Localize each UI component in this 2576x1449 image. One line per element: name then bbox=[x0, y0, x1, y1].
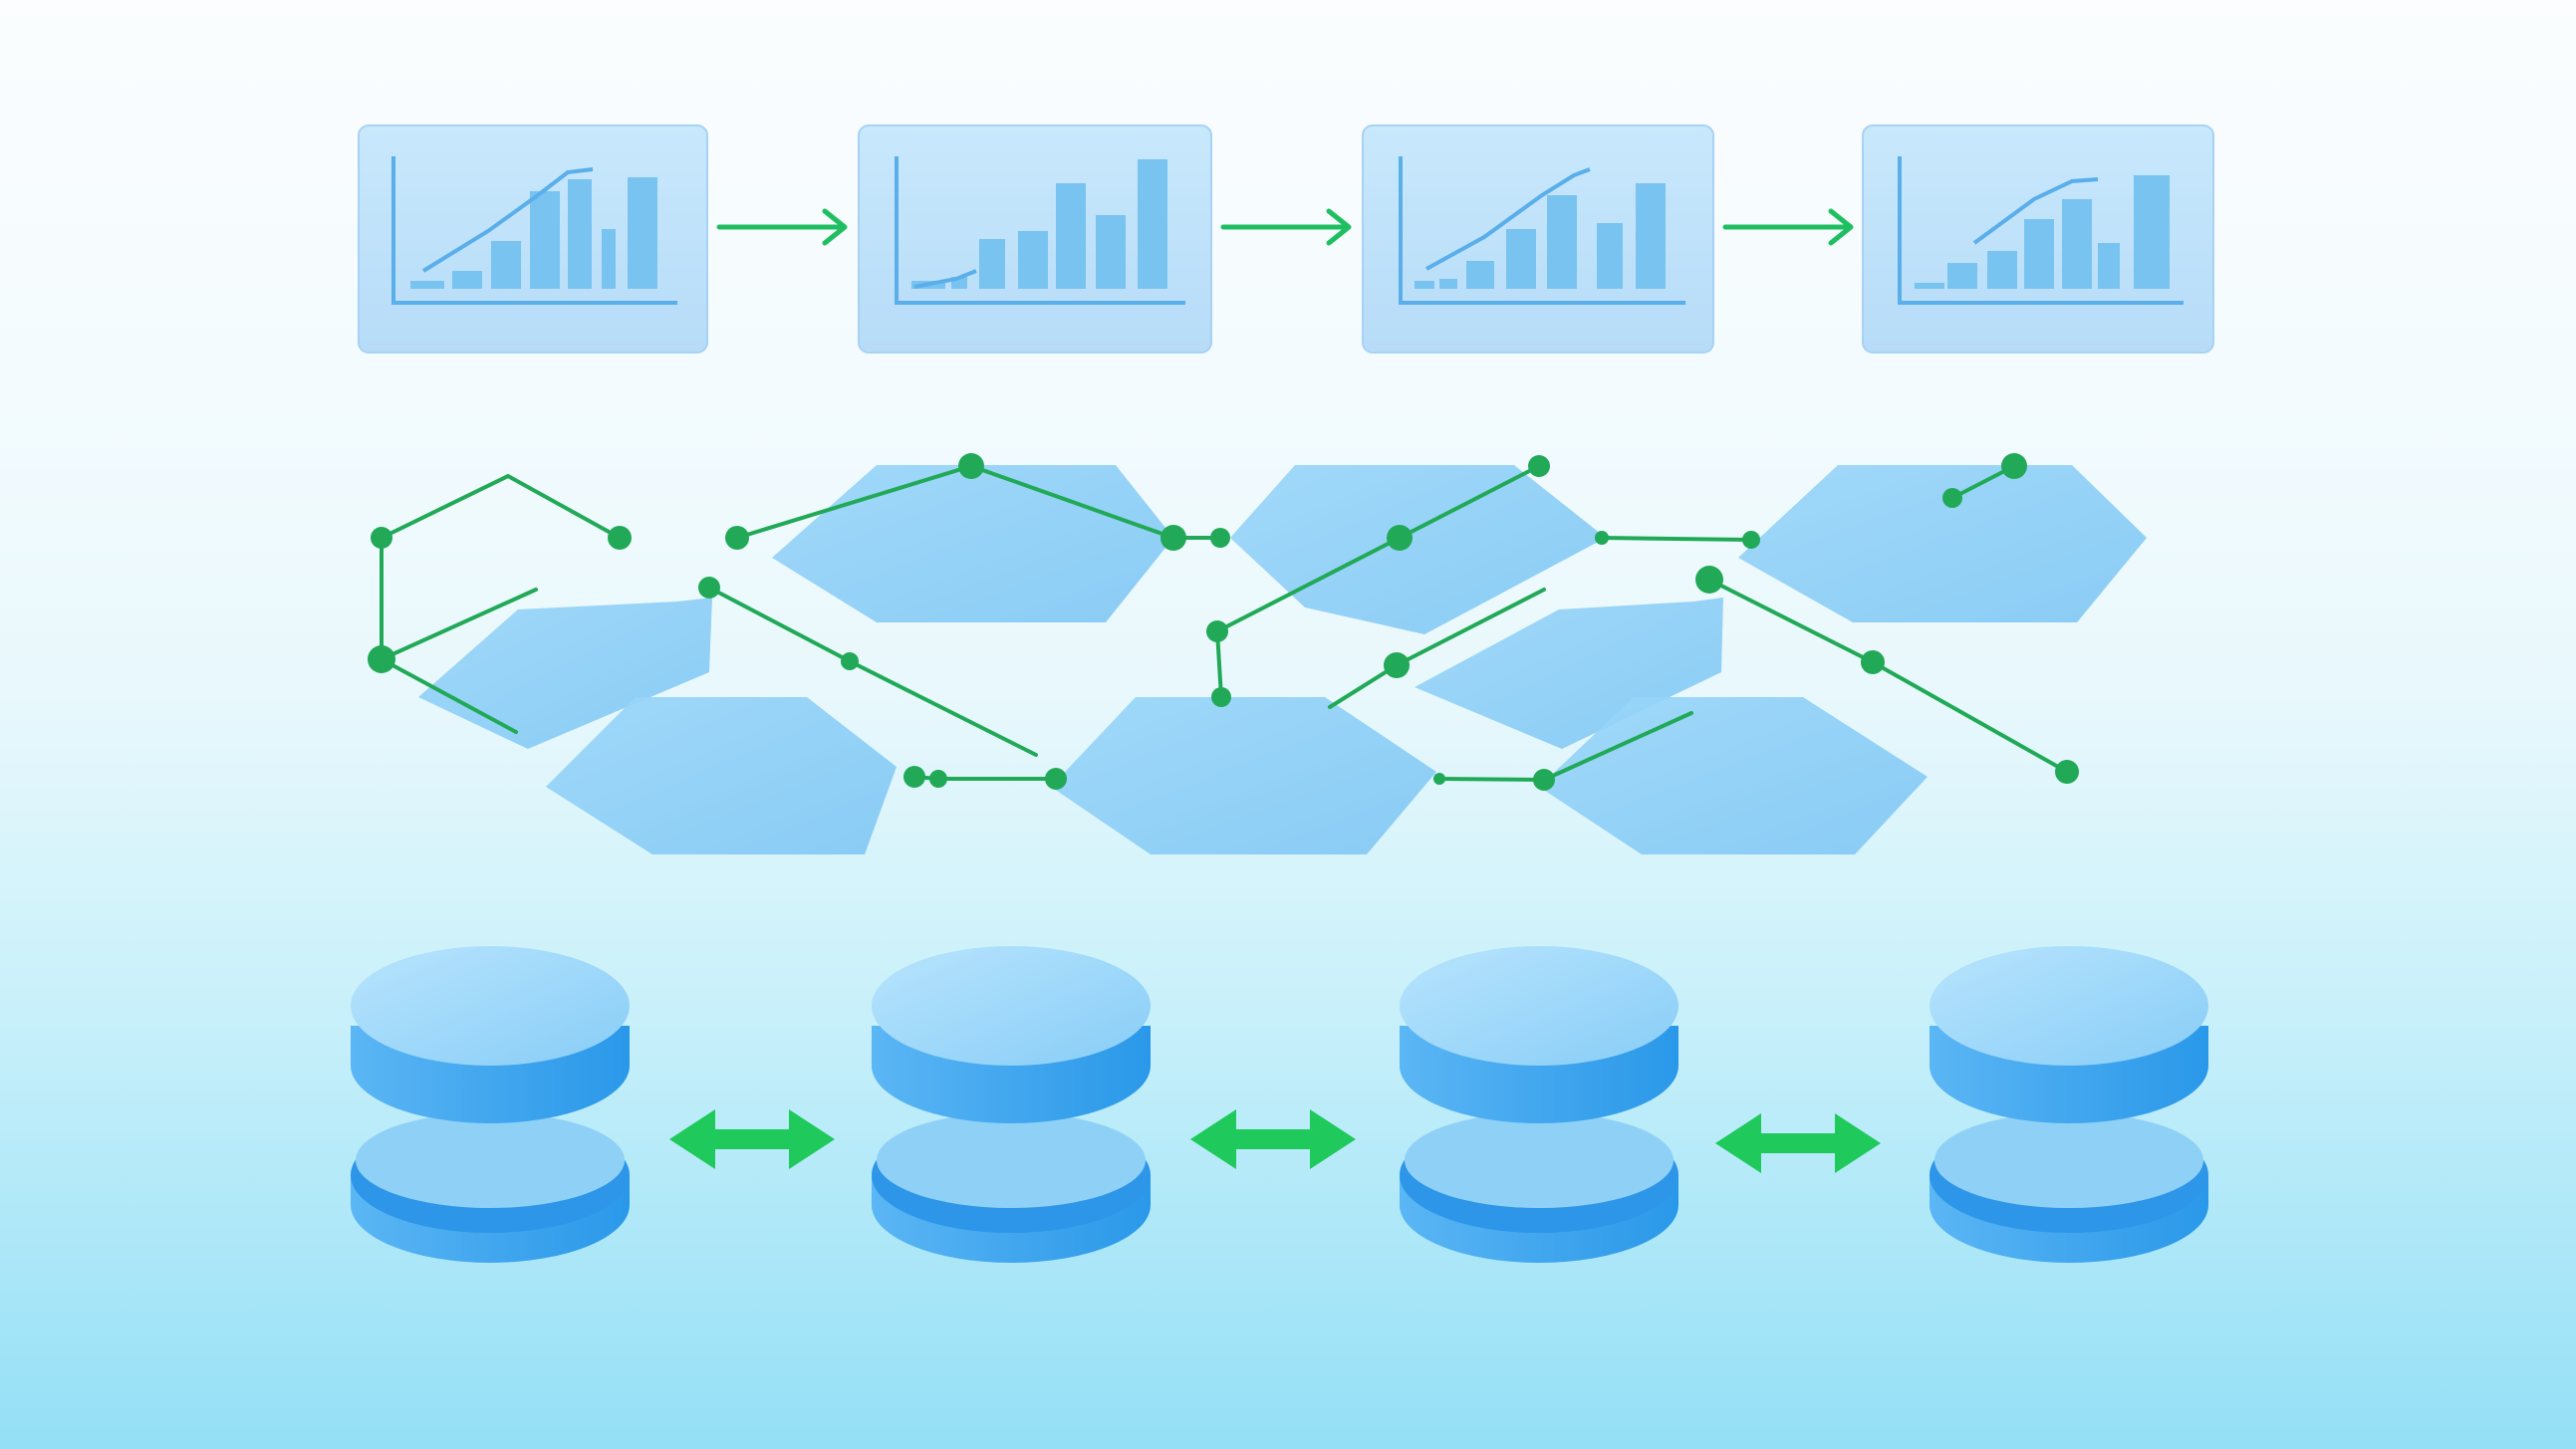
chart-panel-1 bbox=[358, 124, 708, 354]
database-row bbox=[351, 946, 2208, 1263]
right-arrow-icon bbox=[716, 208, 848, 246]
chart-panel-4 bbox=[1862, 124, 2214, 354]
network-graph-icon bbox=[368, 453, 2079, 791]
hexagon-network bbox=[368, 453, 2147, 854]
bar-chart-icon bbox=[895, 156, 1185, 305]
double-arrow-icon bbox=[1190, 1109, 1356, 1169]
double-arrow-icon bbox=[669, 1109, 835, 1169]
bar-line-chart-icon bbox=[1399, 156, 1685, 305]
bar-line-chart-icon bbox=[1898, 156, 2184, 305]
hexagon-tiles bbox=[418, 465, 2147, 854]
chart-panel-2 bbox=[858, 124, 1212, 354]
database-icon bbox=[872, 946, 1151, 1263]
right-arrow-icon bbox=[1722, 208, 1854, 246]
database-icon bbox=[1400, 946, 1678, 1263]
double-arrow-icon bbox=[1715, 1113, 1881, 1173]
chart-panel-3 bbox=[1362, 124, 1714, 354]
database-icon bbox=[351, 946, 630, 1263]
database-icon bbox=[1930, 946, 2208, 1263]
bar-line-chart-icon bbox=[391, 156, 677, 305]
right-arrow-icon bbox=[1220, 208, 1352, 246]
top-chart-row bbox=[358, 124, 2214, 354]
